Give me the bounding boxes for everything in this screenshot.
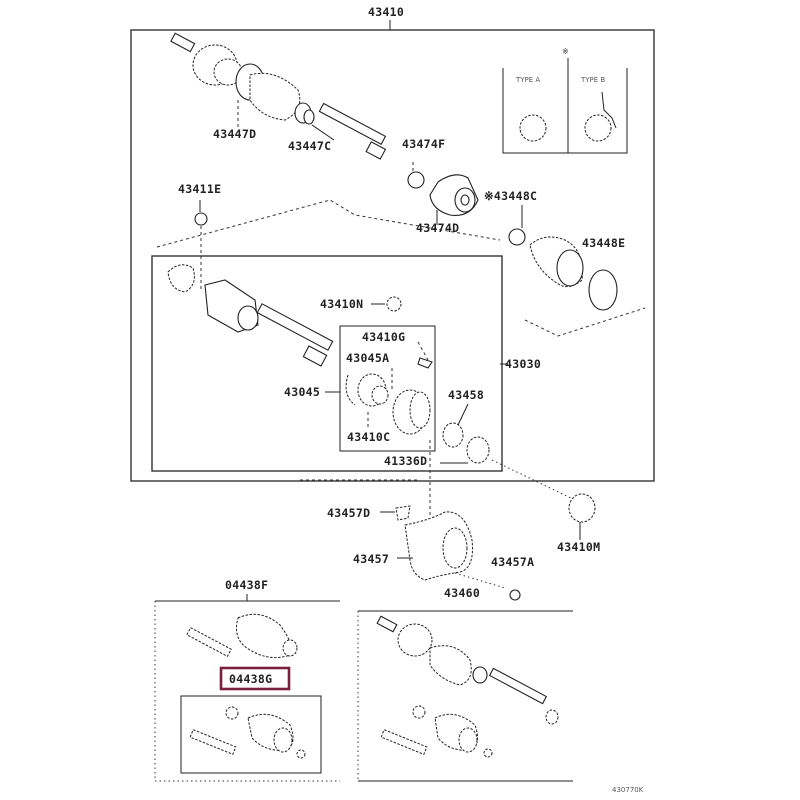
kit-04438G-drawing: [189, 706, 306, 759]
clamp-type-a-icon: [519, 114, 547, 142]
leader-43458: [457, 403, 469, 426]
part-label-43447C[interactable]: 43447C: [288, 139, 331, 153]
part-label-43410N[interactable]: 43410N: [320, 297, 363, 311]
part-label-43448C[interactable]: ※43448C: [484, 189, 537, 203]
bolt-43457D-drawing: [395, 505, 411, 521]
axle-shaft-outboard-drawing: [170, 32, 387, 160]
cv-joint-kit-box: [339, 325, 436, 452]
part-label-04438G[interactable]: 04438G: [229, 672, 272, 686]
part-label-43474F[interactable]: 43474F: [402, 137, 445, 151]
kit-04438F-frame: [154, 601, 340, 782]
bolt-43457A-drawing: [509, 589, 521, 601]
full-axle-kit-drawing: [376, 615, 559, 758]
bracket-43457-drawing: [404, 511, 473, 581]
boot-43448E-drawing: [529, 236, 618, 311]
part-label-43457A[interactable]: 43457A: [491, 555, 534, 569]
assembly-title: 43410: [368, 5, 404, 19]
seal-43410M-drawing: [568, 493, 596, 523]
part-label-43447D[interactable]: 43447D: [213, 127, 256, 141]
highlighted-part-box: [219, 666, 291, 691]
part-label-43410G[interactable]: 43410G: [362, 330, 405, 344]
clamp-type-b-tab: [601, 91, 617, 129]
ring-43410N-drawing: [386, 296, 402, 312]
clip-43410G-drawing: [417, 357, 433, 369]
part-label-43460[interactable]: 43460: [444, 586, 480, 600]
part-label-43448E[interactable]: 43448E: [582, 236, 625, 250]
seal-43458-drawing: [442, 422, 464, 448]
part-label-43411E[interactable]: 43411E: [178, 182, 221, 196]
snap-ring-43411E-drawing: [194, 212, 208, 226]
part-label-43045A[interactable]: 43045A: [346, 351, 389, 365]
part-label-04438F[interactable]: 04438F: [225, 578, 268, 592]
diagram-footer-code: 430770K: [612, 786, 644, 794]
part-label-43458[interactable]: 43458: [448, 388, 484, 402]
part-label-43457[interactable]: 43457: [353, 552, 389, 566]
leader-43410G: [417, 341, 429, 361]
clip-43474F-drawing: [407, 171, 425, 189]
damper-43474D-drawing: [429, 174, 479, 216]
clamp-43448C-drawing: [508, 228, 526, 246]
clamp-type-box: ※ TYPE A TYPE B: [502, 47, 628, 154]
part-label-43457D[interactable]: 43457D: [327, 506, 370, 520]
clamp-type-a-label: TYPE A: [515, 76, 540, 84]
clamp-note-symbol: ※: [562, 47, 569, 56]
part-label-41336D[interactable]: 41336D: [384, 454, 427, 468]
clamp-type-b-icon: [584, 114, 612, 142]
part-label-43030[interactable]: 43030: [505, 357, 541, 371]
part-label-43045[interactable]: 43045: [284, 385, 320, 399]
kit-04438G-box: [180, 695, 322, 774]
inboard-joint-drawing: [167, 264, 334, 367]
part-label-43410M[interactable]: 43410M: [557, 540, 600, 554]
part-label-43410C[interactable]: 43410C: [347, 430, 390, 444]
kit-04438F-boot-drawing: [186, 613, 298, 659]
outboard-boundary-line-right: [524, 307, 646, 337]
tripod-43045A-drawing: [345, 373, 389, 407]
clamp-type-b-label: TYPE B: [580, 76, 605, 84]
leader-43447C: [311, 124, 335, 141]
outboard-boundary-line: [156, 199, 501, 248]
part-label-43474D[interactable]: 43474D: [416, 221, 459, 235]
housing-43410C-drawing: [392, 389, 431, 435]
leader-43410M: [491, 459, 576, 501]
outer-frame: [130, 29, 655, 482]
bearing-41336D-drawing: [466, 436, 490, 464]
